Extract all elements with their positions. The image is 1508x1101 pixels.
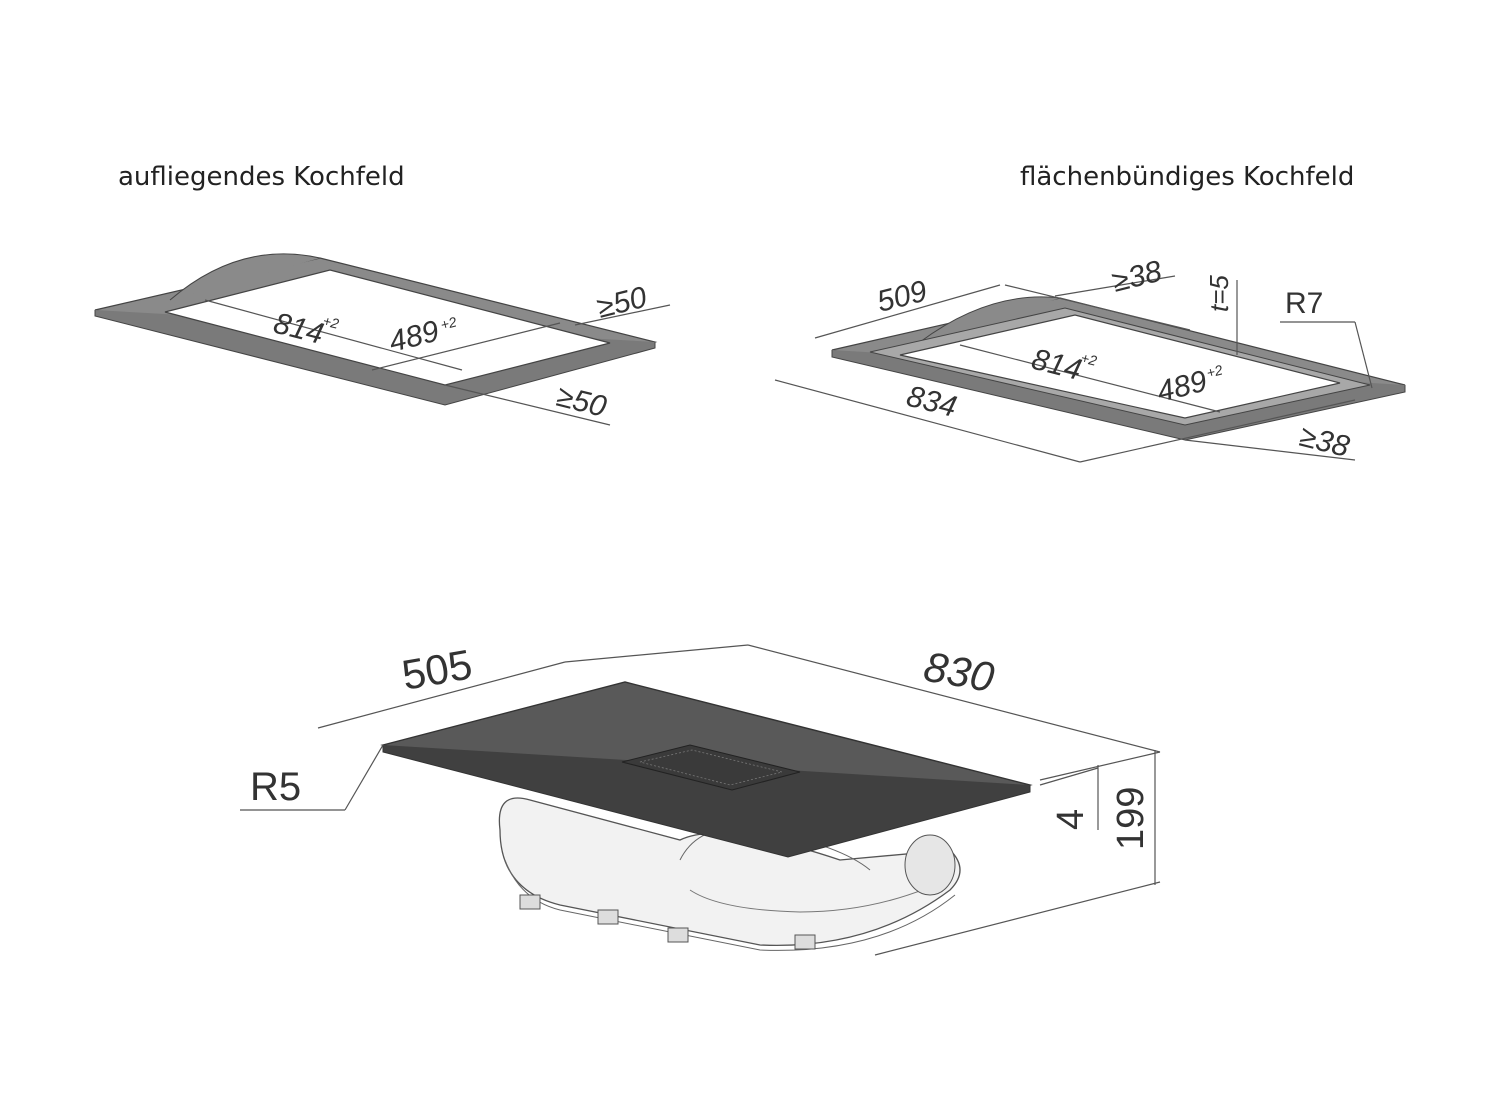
title-flaechenbuendig: flächenbündiges Kochfeld [1020,162,1355,192]
right-radius: R7 [1285,287,1323,320]
right-len-tol: +2 [1079,349,1099,368]
right-thickness: t=5 [1204,275,1234,312]
right-top-margin: ≥38 [1109,255,1166,299]
title-aufliegend: aufliegendes Kochfeld [118,162,405,192]
left-margin-bottom: ≥50 [553,380,610,424]
hob-glass-thickness: 4 [1050,809,1092,830]
left-wid-tol: +2 [439,313,459,332]
left-cutout-drawing: 814 +2 489 +2 ≥50 ≥50 [94,253,671,426]
hob-depth: 505 [398,640,475,698]
right-cutout-drawing: 509 ≥38 t=5 R7 814 +2 489 +2 834 ≥38 [774,255,1406,464]
left-cutout-opening [164,269,611,386]
right-cutout-opening [899,314,1341,419]
right-wid-tol: +2 [1205,361,1225,380]
fan-housing [498,797,961,947]
left-margin-top: ≥50 [594,281,651,325]
hob-height: 199 [1110,787,1152,850]
hob-drawing: 505 830 R5 4 199 [240,640,1161,956]
left-len-tol: +2 [321,312,341,331]
right-top-len: 509 [874,275,931,319]
right-bottom-margin: ≥38 [1296,420,1353,464]
hob-radius: R5 [250,765,301,809]
